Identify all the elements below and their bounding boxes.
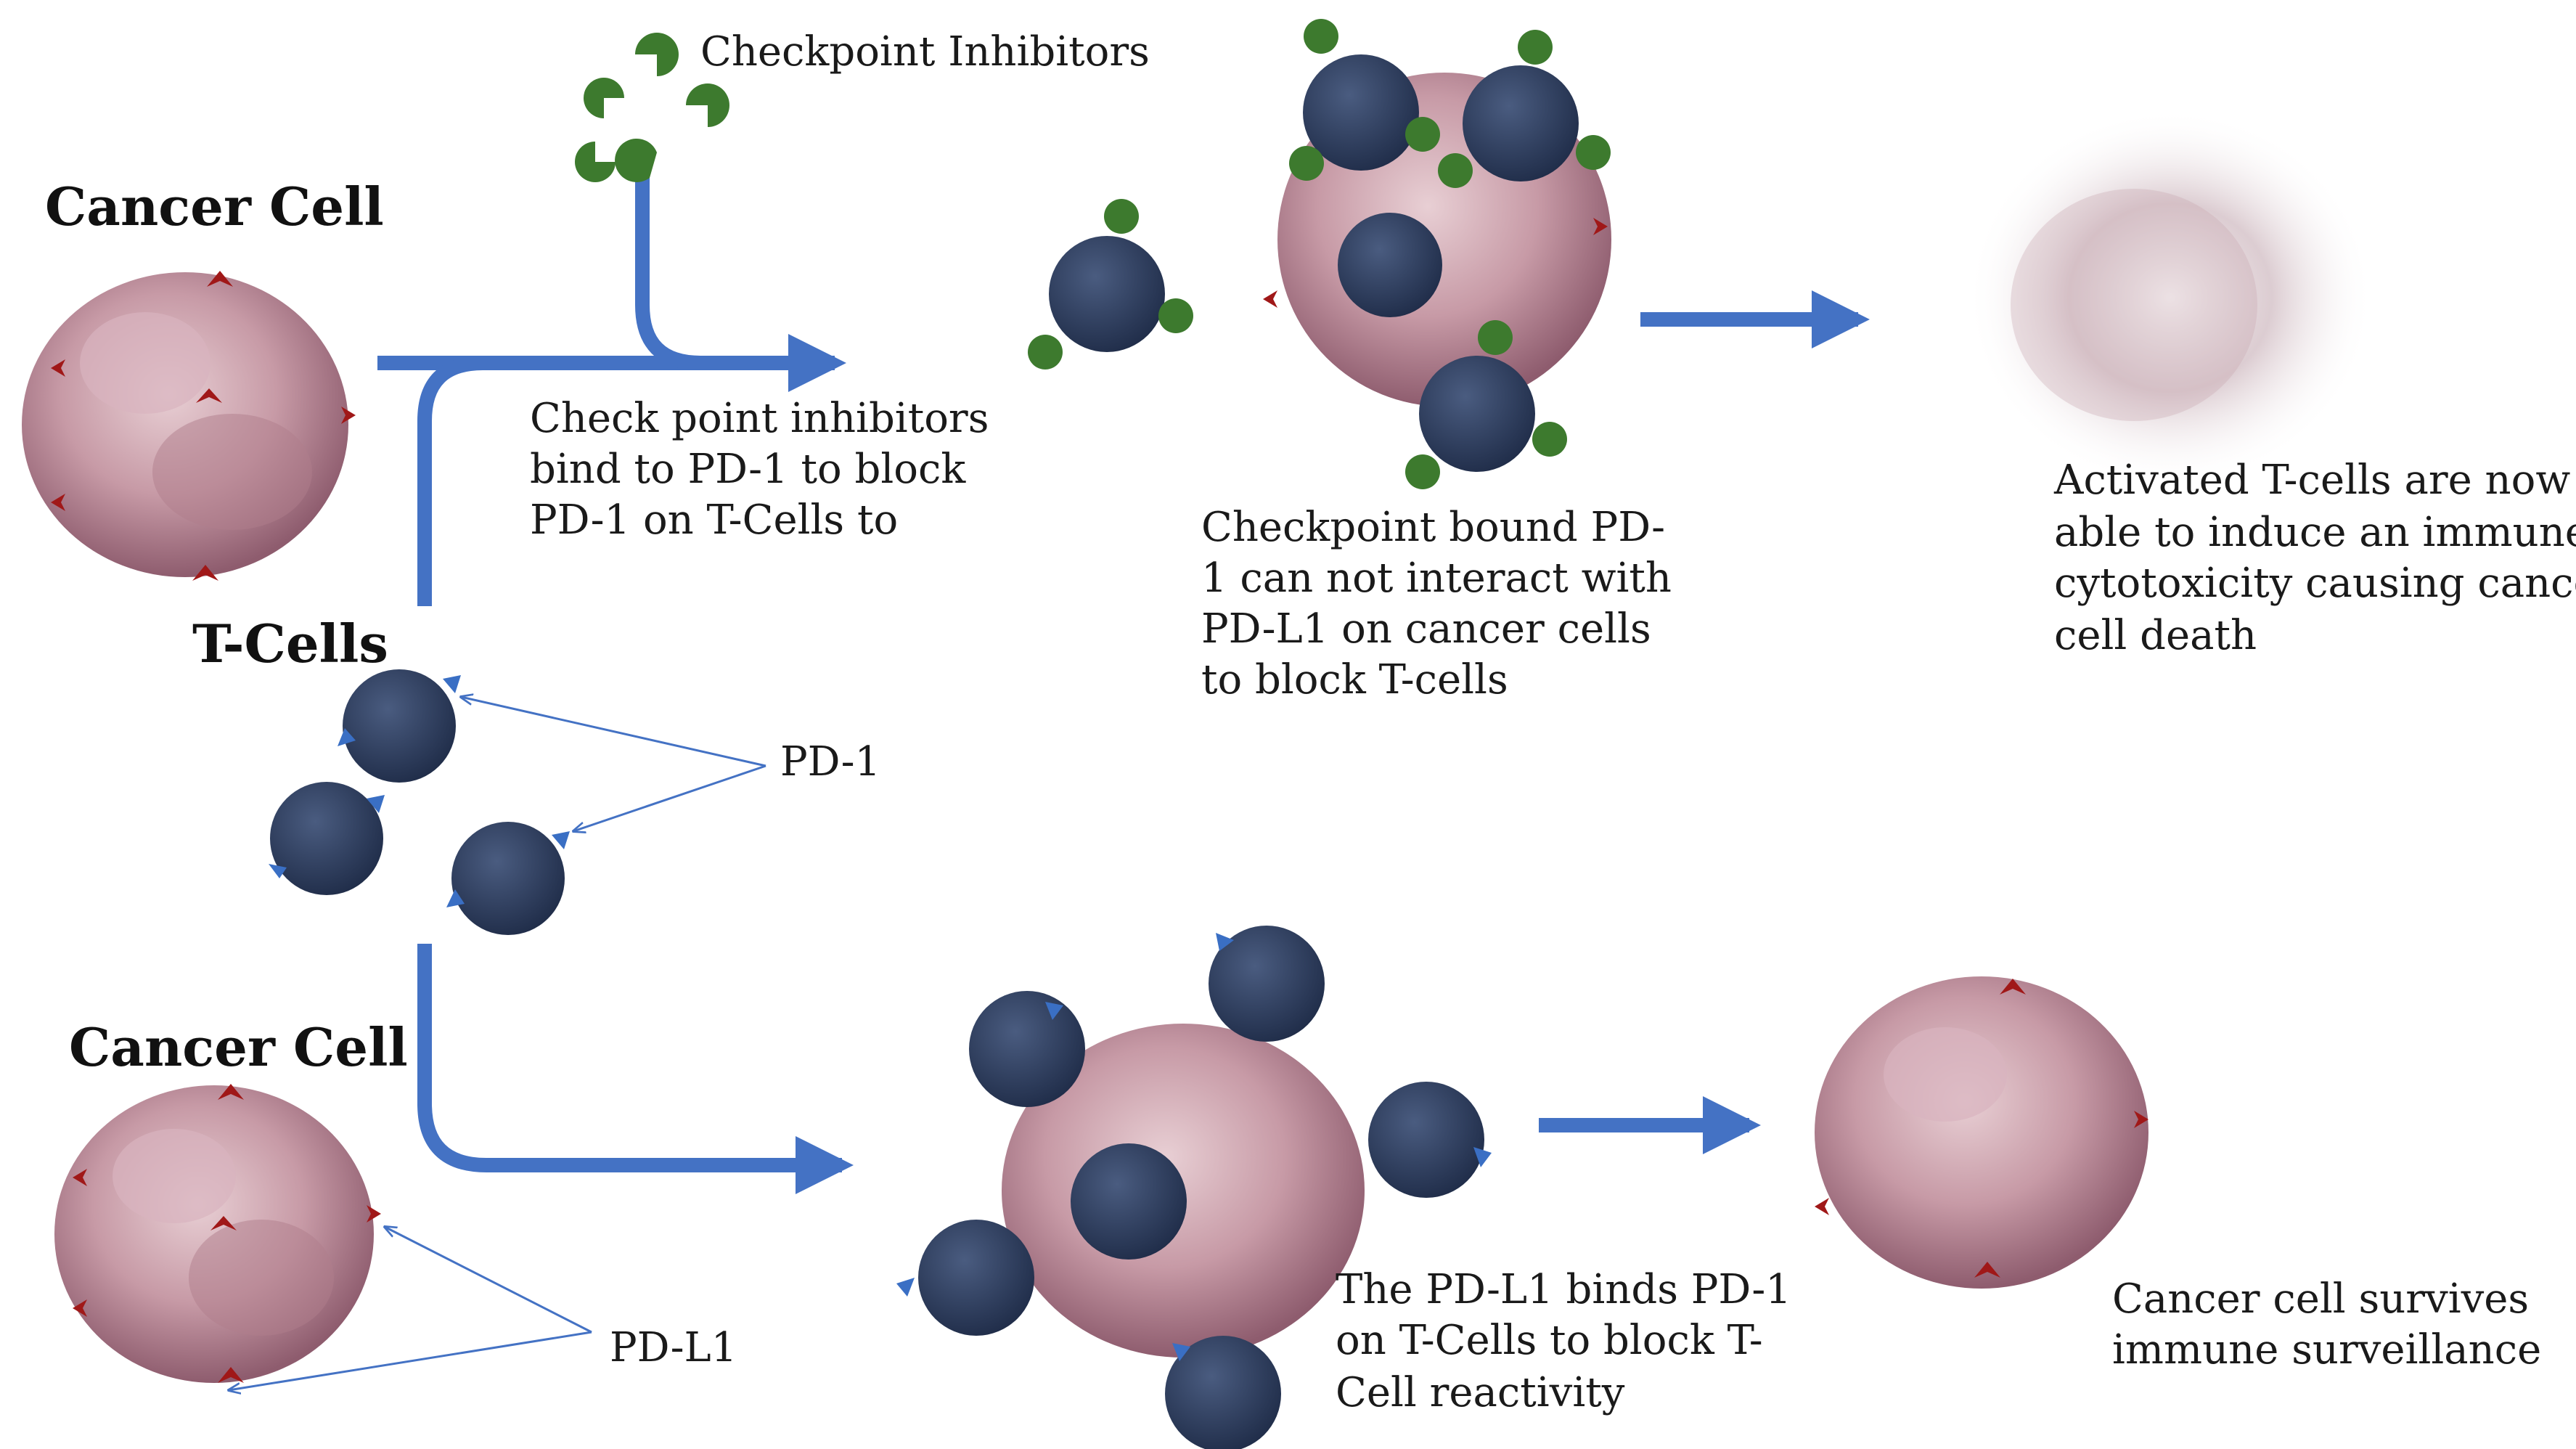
inhibitor-label: Checkpoint Inhibitors — [700, 28, 1150, 75]
caption-inhibitors: Check point inhibitors bind to PD-1 to b… — [530, 395, 1002, 544]
caption-survives: Cancer cell survives immune surveillance — [2112, 1275, 2542, 1374]
tcells-title: T-Cells — [192, 613, 388, 674]
pd1-label: PD-1 — [780, 738, 880, 785]
dead-cancer-cell — [1967, 109, 2373, 486]
cancer-cell-bottom — [54, 1085, 374, 1383]
cancer-cell-title-top: Cancer Cell — [45, 176, 384, 237]
cancer-cell-title-bottom: Cancer Cell — [69, 1016, 408, 1078]
pointer-lines — [229, 697, 766, 1390]
bound-inhibitors — [1028, 19, 1611, 489]
caption-activated: Activated T-cells are now able to induce… — [2053, 457, 2576, 659]
checkpoint-inhibitors — [575, 33, 729, 182]
flow-arrows — [377, 174, 1870, 1194]
pdl1-markers — [51, 218, 2148, 1383]
caption-bound: Checkpoint bound PD- 1 can not interact … — [1201, 504, 1685, 703]
tcells — [270, 54, 1579, 1449]
caption-binds: The PD-L1 binds PD-1 on T-Cells to block… — [1336, 1266, 1804, 1416]
pdl1-label: PD-L1 — [610, 1324, 737, 1371]
cancer-cell-top — [22, 272, 348, 577]
pd1-receptors — [269, 675, 1492, 1361]
cancer-cell-surviving — [1815, 976, 2148, 1289]
